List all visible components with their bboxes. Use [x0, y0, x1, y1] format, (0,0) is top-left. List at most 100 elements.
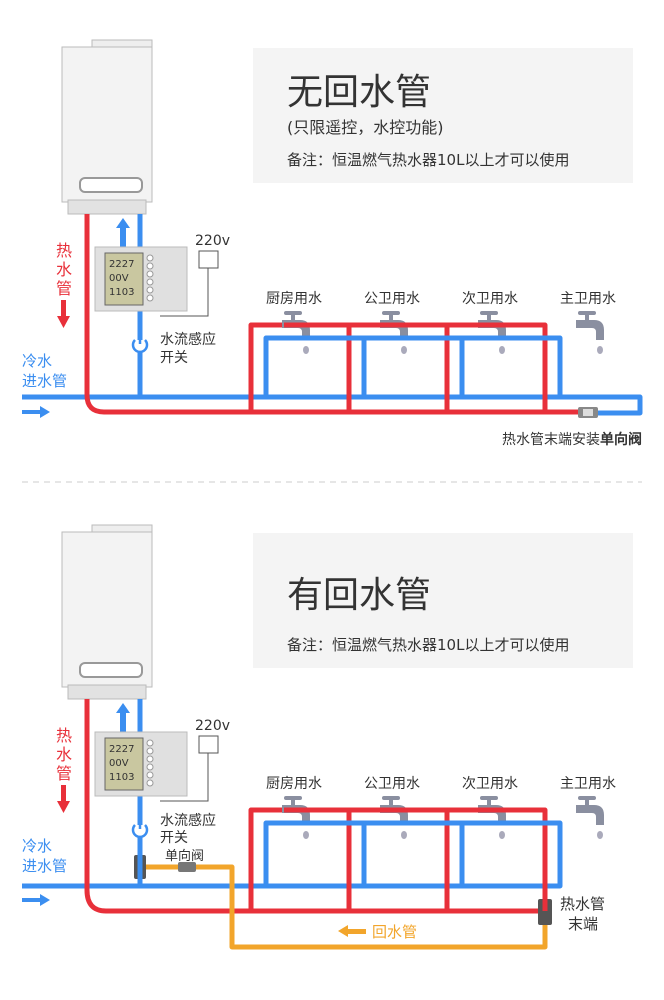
valve-note-text: 热水管末端安装 [502, 432, 600, 448]
cold-branch-pipe [284, 335, 367, 397]
section-subtitle: (只限遥控，水控功能) [287, 118, 444, 137]
water-drop-icon [597, 346, 603, 354]
flow-up-arrow-icon [116, 218, 130, 248]
lcd-reading: 1103 [109, 772, 134, 783]
controller-button[interactable] [146, 779, 154, 787]
hot-branch-pipe [284, 807, 548, 911]
water-drop-icon [401, 346, 407, 354]
top-section: 无回水管 (只限遥控，水控功能) 备注：恒温燃气热水器10L以上才可以使用热水管末端… [22, 39, 643, 448]
usage-note: 备注：恒温燃气热水器10L以上才可以使用 [287, 151, 569, 169]
section-title: 无回水管 [287, 72, 431, 113]
faucet-2: 公卫用水 [284, 776, 420, 911]
cold-branch-pipe [263, 820, 284, 886]
faucet-3: 次卫用水 [284, 291, 518, 412]
sensor-label: 开关 [160, 830, 188, 846]
valve-note-bold: 单向阀 [600, 431, 642, 448]
hot-end-label: 热水管 [560, 895, 605, 913]
cold-pipe-label: 冷水 [22, 352, 52, 370]
return-water-pipe [145, 864, 548, 950]
controller-lcd [104, 252, 144, 306]
cold-pipe-label: 进水管 [22, 372, 67, 390]
water-drop-icon [499, 831, 505, 839]
cold-flow-arrow-icon [22, 406, 50, 418]
controller-button[interactable] [146, 747, 154, 755]
hot-pipe-label: 水 [56, 745, 72, 764]
heater-display-slot [79, 662, 143, 678]
hot-water-main-pipe [84, 214, 580, 415]
check-valve-label: 单向阀 [165, 848, 204, 864]
controller-button[interactable] [146, 262, 154, 270]
lcd-reading: 2227 [109, 744, 134, 755]
cold-water-main-pipe [22, 394, 643, 416]
heater-body [61, 46, 153, 203]
controller-button[interactable] [146, 771, 154, 779]
controller-button[interactable] [146, 294, 154, 302]
voltage-label: 220v [195, 233, 230, 249]
lcd-reading: 00V [109, 273, 129, 284]
water-heater [61, 39, 153, 215]
bottom-section: 有回水管备注：恒温燃气热水器10L以上才可以使用单向阀热水管末端回水管22270… [22, 524, 633, 950]
controller-device: 2227 00V 1103 [94, 731, 188, 797]
heater-body [61, 531, 153, 688]
faucet-4: 主卫用水 [284, 776, 616, 911]
faucet-3: 次卫用水 [284, 776, 518, 911]
return-pipe-label: 回水管 [372, 923, 417, 941]
hot-branch-pipe [284, 322, 548, 412]
faucet-1: 厨房用水 [248, 776, 322, 911]
tap-label: 主卫用水 [560, 291, 616, 307]
hot-pipe-label: 水 [56, 260, 72, 279]
hot-branch-pipe [248, 807, 284, 911]
cold-water-main-pipe [22, 866, 563, 889]
tap-label: 主卫用水 [560, 776, 616, 792]
water-drop-icon [401, 831, 407, 839]
power-socket-icon [198, 250, 219, 269]
usage-note: 备注：恒温燃气热水器10L以上才可以使用 [287, 636, 569, 654]
cold-flow-arrow-icon [22, 894, 50, 906]
hot-pipe-label: 管 [56, 279, 72, 298]
controller-button[interactable] [146, 270, 154, 278]
lcd-reading: 1103 [109, 287, 134, 298]
faucet-1: 厨房用水 [248, 291, 322, 412]
controller-device: 2227 00V 1103 [94, 246, 188, 312]
voltage-label: 220v [195, 718, 230, 734]
sensor-label: 开关 [160, 350, 188, 366]
hot-pipe-label: 管 [56, 764, 72, 783]
cold-pipe-label: 进水管 [22, 857, 67, 875]
hot-flow-down-arrow-icon [57, 300, 70, 328]
water-drop-icon [303, 346, 309, 354]
tap-label: 厨房用水 [266, 776, 322, 792]
cold-branch-pipe [284, 820, 563, 886]
cold-branch-pipe [284, 335, 465, 397]
controller-button[interactable] [146, 755, 154, 763]
water-drop-icon [597, 831, 603, 839]
tap-label: 次卫用水 [462, 776, 518, 792]
flow-switch-icon [131, 824, 149, 839]
heater-display-slot [79, 177, 143, 193]
flow-switch-icon [131, 339, 149, 354]
controller-button[interactable] [146, 286, 154, 294]
cold-pipe-label: 冷水 [22, 837, 52, 855]
tap-label: 公卫用水 [364, 776, 420, 792]
controller-button[interactable] [146, 278, 154, 286]
controller-button[interactable] [146, 254, 154, 262]
info-box [253, 48, 633, 183]
lcd-reading: 00V [109, 758, 129, 769]
power-socket-icon [198, 735, 219, 754]
hot-end-label: 末端 [568, 915, 598, 933]
return-arrow-icon [338, 925, 366, 937]
faucet-4: 主卫用水 [284, 291, 616, 412]
faucet-icon [576, 805, 604, 825]
faucet-icon [576, 320, 604, 340]
cold-branch-pipe [263, 335, 284, 397]
hot-flow-down-arrow-icon [57, 785, 70, 813]
cold-branch-pipe [284, 335, 563, 397]
hot-branch-pipe [248, 322, 284, 412]
hot-end-connector-icon [538, 899, 552, 925]
hot-water-main-pipe [84, 699, 545, 914]
controller-button[interactable] [146, 739, 154, 747]
sensor-label: 水流感应 [160, 331, 216, 348]
lcd-reading: 2227 [109, 259, 134, 270]
controller-button[interactable] [146, 763, 154, 771]
flow-up-arrow-icon [116, 703, 130, 733]
